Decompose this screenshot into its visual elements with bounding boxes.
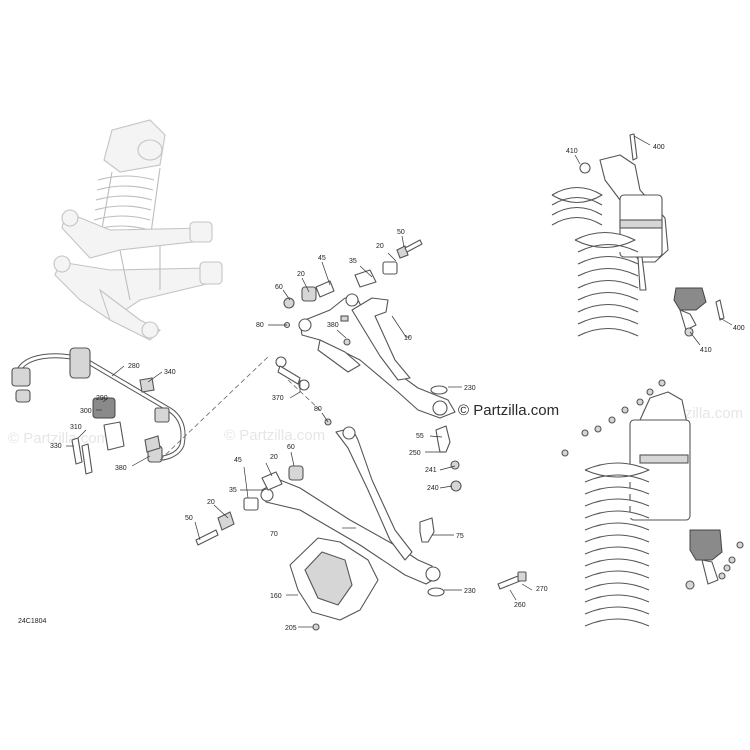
- callout-70: 70: [270, 531, 278, 538]
- callout-270: 270: [536, 586, 548, 593]
- assembly-dashed-lines: [159, 354, 321, 461]
- partzilla-watermark: © Partzilla.com: [458, 402, 559, 419]
- callout-80: 80: [256, 322, 264, 329]
- callout-260: 260: [514, 602, 526, 609]
- lower-a-arm[interactable]: [260, 426, 441, 585]
- callout-50: 50: [185, 515, 193, 522]
- callout-160: 160: [270, 593, 282, 600]
- callout-50: 50: [397, 229, 405, 236]
- callout-230: 230: [464, 385, 476, 392]
- a-arm-guard[interactable]: [289, 537, 379, 631]
- callout-45: 45: [234, 457, 242, 464]
- callout-380: 380: [115, 465, 127, 472]
- diagram-code: 24C1804: [18, 618, 47, 625]
- callout-241: 241: [425, 467, 437, 474]
- upper-arm-hardware[interactable]: [283, 239, 423, 329]
- watermark-center: © Partzilla.com: [224, 427, 325, 444]
- callout-55: 55: [416, 433, 424, 440]
- callout-20: 20: [270, 454, 278, 461]
- callout-60: 60: [287, 444, 295, 451]
- callout-380: 380: [327, 322, 339, 329]
- callout-205: 205: [285, 625, 297, 632]
- callout-10: 10: [404, 335, 412, 342]
- upper-a-arm[interactable]: [298, 293, 456, 419]
- callout-290: 290: [96, 395, 108, 402]
- callout-250: 250: [409, 450, 421, 457]
- callout-60: 60: [275, 284, 283, 291]
- lower-arm-hardware[interactable]: [195, 418, 332, 546]
- callout-280: 280: [128, 363, 140, 370]
- callout-35: 35: [229, 487, 237, 494]
- callout-400: 400: [653, 144, 665, 151]
- shock-absorber-lower[interactable]: [561, 379, 744, 590]
- callout-230: 230: [464, 588, 476, 595]
- callout-35: 35: [349, 258, 357, 265]
- callout-numbers: 10 20 50 35 45 20 60 80 380 370 230 80 5…: [50, 144, 745, 632]
- callout-410: 410: [700, 347, 712, 354]
- watermark-left: © Partzilla.com: [8, 430, 109, 447]
- callout-340: 340: [164, 369, 176, 376]
- callout-300: 300: [80, 408, 92, 415]
- coil-spring-upper[interactable]: [551, 186, 639, 337]
- coil-spring-lower[interactable]: [584, 462, 650, 627]
- callout-20: 20: [376, 243, 384, 250]
- callout-410: 410: [566, 148, 578, 155]
- overview-assembly-ghost: [53, 119, 223, 341]
- callout-75: 75: [456, 533, 464, 540]
- callout-400: 400: [733, 325, 745, 332]
- callout-20: 20: [207, 499, 215, 506]
- sway-bar-assembly[interactable]: [11, 347, 186, 475]
- callout-80: 80: [314, 406, 322, 413]
- callout-45: 45: [318, 255, 326, 262]
- callout-20: 20: [297, 271, 305, 278]
- callout-330: 330: [50, 443, 62, 450]
- ball-joint-bolt[interactable]: [497, 571, 527, 590]
- callout-370: 370: [272, 395, 284, 402]
- callout-310: 310: [70, 424, 82, 431]
- callout-240: 240: [427, 485, 439, 492]
- leader-lines: [66, 135, 733, 628]
- stabilizer-link[interactable]: [275, 356, 310, 391]
